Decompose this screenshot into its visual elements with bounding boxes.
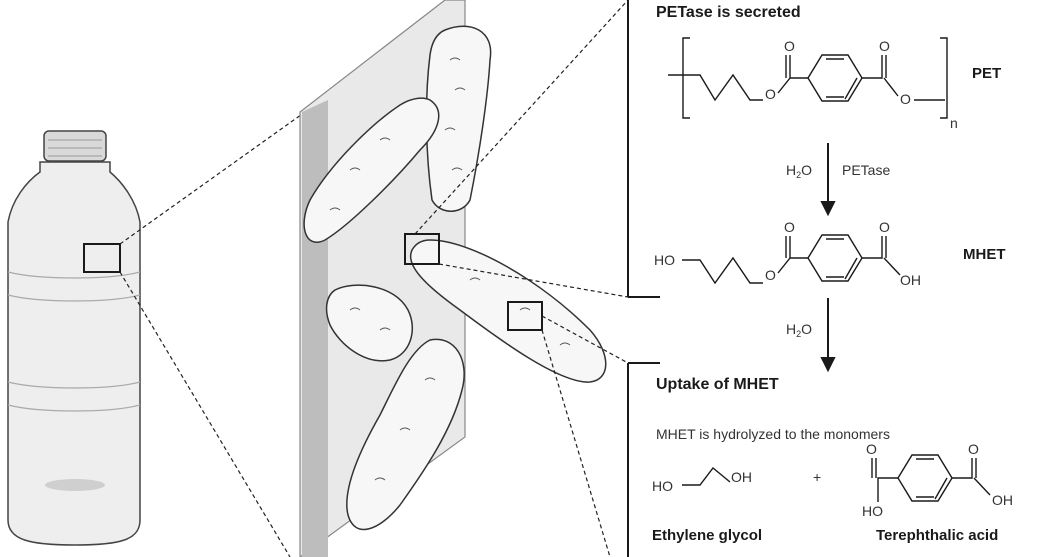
- step2-reagent-o: O: [801, 321, 813, 337]
- mhet-oh: OH: [900, 272, 921, 288]
- pet-carbonyl-oxygen-1: O: [784, 38, 795, 54]
- terephthalic-acid-structure: [871, 454, 991, 502]
- step2-reagent-sub: 2: [796, 329, 802, 339]
- step2-reagent: H2O: [786, 321, 813, 339]
- ta-carbonyl-oxygen-1: O: [866, 441, 877, 457]
- step1-reagent-o: O: [801, 162, 813, 178]
- ta-oh: OH: [992, 492, 1013, 508]
- terephthalic-acid-label: Terephthalic acid: [876, 527, 999, 544]
- panel-frame: [627, 0, 660, 557]
- bottle-body: [7, 161, 141, 546]
- bacterium: [325, 284, 413, 362]
- bacteria-texture: [329, 57, 571, 481]
- pet-repeat-n: n: [950, 115, 958, 131]
- bacteria-group: [303, 25, 607, 531]
- ethylene-glycol-label: Ethylene glycol: [652, 527, 763, 544]
- surface-zoom-box: [404, 233, 440, 265]
- step1-reagent-h: H: [786, 162, 797, 178]
- bottle-zoom-box: [83, 243, 121, 273]
- eg-oh: OH: [731, 469, 752, 485]
- reaction-arrow-1: [820, 143, 836, 217]
- step2-reagent-h: H: [786, 321, 797, 337]
- plastic-bottle: [7, 130, 141, 546]
- pet-ester-oxygen-2: O: [900, 91, 911, 107]
- ethylene-glycol-structure: [682, 466, 731, 486]
- pet-carbonyl-oxygen-2: O: [879, 38, 890, 54]
- zoom-lines-surface: [414, 0, 629, 557]
- mhet-carbonyl-oxygen-2: O: [879, 219, 890, 235]
- zoom-lines-bottle: [119, 111, 306, 557]
- ta-carbonyl-oxygen-2: O: [968, 441, 979, 457]
- bacterium: [303, 97, 440, 243]
- step1-reagent: H2O: [786, 162, 813, 180]
- mhet-ester-oxygen: O: [765, 267, 776, 283]
- eg-ho: HO: [652, 478, 673, 494]
- mhet-carbonyl-oxygen-1: O: [784, 219, 795, 235]
- pet-ester-oxygen-1: O: [765, 86, 776, 102]
- mhet-ho: HO: [654, 252, 675, 268]
- pet-label: PET: [972, 65, 1002, 82]
- bottle-cap: [43, 130, 107, 162]
- heading-uptake-mhet: Uptake of MHET: [656, 376, 779, 393]
- bacterium: [346, 338, 465, 531]
- mhet-label: MHET: [963, 246, 1006, 263]
- reaction-arrow-2: [820, 298, 836, 373]
- mhet-structure: [682, 234, 901, 285]
- bacterium: [425, 25, 492, 212]
- step1-reagent-sub: 2: [796, 170, 802, 180]
- pet-structure: [668, 37, 948, 119]
- plus-sign: +: [813, 469, 822, 485]
- hydrolysis-note: MHET is hydrolyzed to the monomers: [656, 426, 890, 442]
- heading-petase-secreted: PETase is secreted: [656, 4, 801, 21]
- step1-enzyme: PETase: [842, 162, 891, 178]
- ta-ho: HO: [862, 503, 883, 519]
